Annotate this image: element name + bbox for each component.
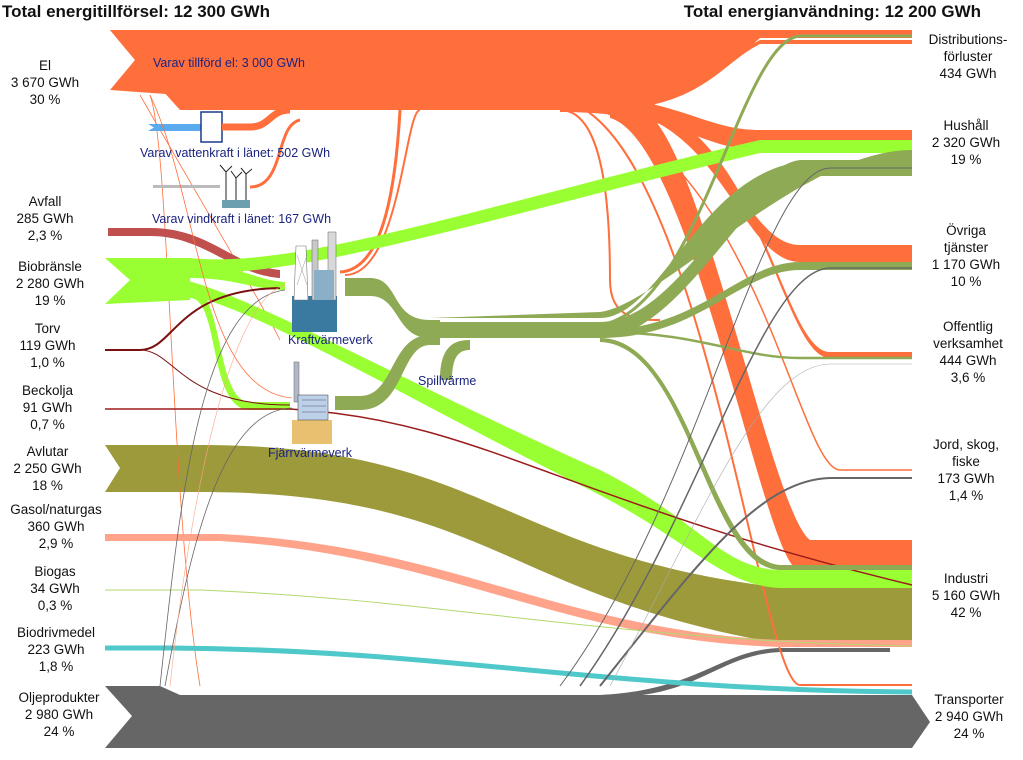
flow-bio-industri	[185, 280, 912, 588]
flow-el-transport-thin	[559, 99, 912, 686]
flow-gasol	[105, 534, 912, 647]
flow-olja-to-plants	[159, 289, 286, 687]
fjarrvarmeverk-icon	[292, 361, 332, 444]
flow-olja-ovriga	[579, 267, 912, 687]
flow-heat-main	[430, 150, 912, 318]
flow-el-jord-thin	[599, 109, 912, 471]
note-vindkraft: Varav vindkraft i länet: 167 GWh	[152, 212, 332, 226]
flow-olja-jord	[599, 477, 912, 687]
flow-vind-to-el	[249, 118, 301, 189]
vindkraft-input	[153, 185, 220, 188]
flow-torv	[105, 287, 281, 351]
flow-vatten-to-el	[222, 106, 291, 131]
label-spillvarme: Spillvärme	[418, 374, 477, 388]
flow-el-ovriga	[600, 90, 912, 262]
flow-biobransle-source	[105, 258, 190, 304]
flow-bio-fjarr	[190, 285, 290, 410]
vattenkraft-plant-icon	[200, 111, 223, 143]
flow-heat-ovriga	[600, 262, 912, 338]
label-kraftvarmeverk: Kraftvärmeverk	[288, 333, 373, 347]
note-vattenkraft: Varav vattenkraft i länet: 502 GWh	[140, 146, 331, 160]
flow-bio-kraft	[190, 265, 285, 290]
flow-olja-to-fjarr	[164, 407, 293, 687]
flow-olja-offentlig	[609, 363, 912, 687]
flow-gasol-to-plants	[169, 284, 286, 687]
flow-el-to-kraft	[339, 109, 402, 274]
kraftvarmeverk-icon	[292, 231, 337, 332]
flow-torv-fjarr	[139, 349, 291, 406]
flow-heat-offentlig	[599, 330, 912, 360]
label-fjarrvarmeverk: Fjärrvärmeverk	[268, 446, 353, 460]
flow-el-thin-down-1	[149, 94, 201, 687]
flow-el-thin-fjarr	[149, 94, 293, 399]
use-header: Total energianvändning: 12 200 GWh	[683, 2, 981, 21]
flow-el-industri	[610, 108, 912, 568]
flow-biogas	[105, 589, 913, 647]
flow-beckolja	[105, 408, 913, 586]
flow-el-band	[110, 30, 912, 110]
wind-base-icon	[222, 200, 250, 208]
flow-olja-transporter	[105, 686, 930, 748]
supply-header: Total energitillförsel: 12 300 GWh	[2, 2, 270, 21]
flow-olja-hushall	[559, 167, 912, 687]
flow-bio-hushall	[190, 140, 912, 273]
flow-kraft-heat	[345, 278, 440, 338]
flow-biodrivmedel	[105, 645, 913, 695]
note-el-tillford: Varav tillförd el: 3 000 GWh	[153, 56, 305, 70]
flow-el-kraft-out	[344, 109, 421, 276]
flow-heat-distribution	[599, 34, 912, 327]
wind-turbine-icon	[219, 164, 253, 204]
flow-spillvarme	[440, 340, 470, 380]
flow-fjarr-heat	[335, 335, 440, 410]
flow-avlutar-industri	[105, 445, 912, 640]
